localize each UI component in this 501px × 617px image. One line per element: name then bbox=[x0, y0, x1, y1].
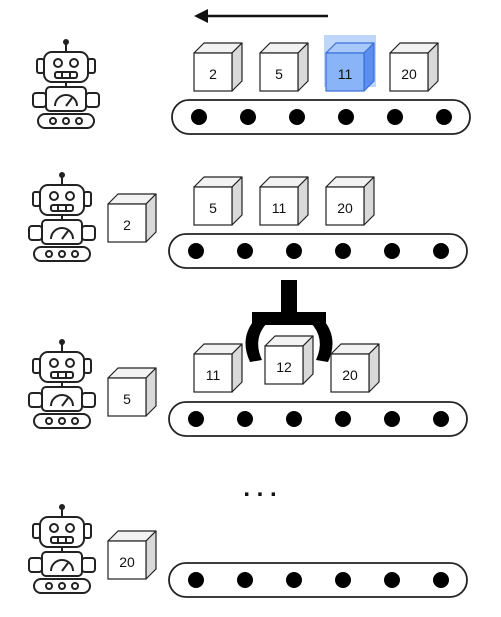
box-label: 5 bbox=[123, 391, 131, 407]
roller bbox=[237, 411, 253, 427]
robot-icon bbox=[32, 39, 100, 129]
box-label: 11 bbox=[206, 367, 221, 383]
box-label: 5 bbox=[275, 66, 283, 82]
roller bbox=[384, 243, 400, 259]
box-label: 20 bbox=[342, 367, 358, 383]
roller bbox=[433, 411, 449, 427]
roller bbox=[188, 572, 204, 588]
belt-outline bbox=[168, 233, 468, 269]
gripper-icon bbox=[245, 280, 333, 362]
belt-outline bbox=[168, 401, 468, 437]
box-label: 11 bbox=[272, 200, 287, 216]
roller bbox=[433, 572, 449, 588]
scene-4: 20 bbox=[28, 504, 468, 598]
box-label: 20 bbox=[119, 554, 135, 570]
roller bbox=[286, 572, 302, 588]
roller bbox=[237, 572, 253, 588]
belt-outline bbox=[171, 99, 471, 135]
roller bbox=[387, 109, 403, 125]
scene-2: 2 5 11 20 bbox=[28, 172, 468, 269]
box: 20 bbox=[389, 42, 439, 92]
roller bbox=[433, 243, 449, 259]
ellipsis: . . . bbox=[243, 475, 276, 502]
robot-icon bbox=[28, 339, 96, 429]
roller bbox=[384, 411, 400, 427]
box: 2 bbox=[193, 42, 243, 92]
robot-icon bbox=[28, 504, 96, 594]
box-label: 20 bbox=[401, 66, 417, 82]
box: 20 bbox=[325, 176, 375, 226]
roller bbox=[335, 411, 351, 427]
box-label: 11 bbox=[338, 66, 353, 82]
held-box: 5 bbox=[107, 367, 157, 417]
roller bbox=[335, 243, 351, 259]
inserted-box: 12 bbox=[264, 335, 314, 385]
roller bbox=[237, 243, 253, 259]
held-box: 2 bbox=[107, 193, 157, 243]
roller bbox=[240, 109, 256, 125]
scene-1: 2 5 11 20 bbox=[32, 35, 471, 135]
conveyor-belt bbox=[168, 233, 468, 269]
box: 5 bbox=[193, 176, 243, 226]
conveyor-belt bbox=[168, 562, 468, 598]
roller bbox=[286, 243, 302, 259]
held-box: 20 bbox=[107, 530, 157, 580]
box-label: 12 bbox=[276, 359, 292, 375]
roller bbox=[289, 109, 305, 125]
roller bbox=[188, 411, 204, 427]
belt-outline bbox=[168, 562, 468, 598]
arrow-left-icon bbox=[194, 9, 328, 23]
box-label: 2 bbox=[209, 66, 217, 82]
box-label: 5 bbox=[209, 200, 217, 216]
roller bbox=[338, 109, 354, 125]
box: 5 bbox=[259, 42, 309, 92]
roller bbox=[286, 411, 302, 427]
box: 11 bbox=[193, 343, 243, 393]
roller bbox=[436, 109, 452, 125]
box: 20 bbox=[330, 343, 380, 393]
roller bbox=[335, 572, 351, 588]
scene-3: 5 12 11 20 bbox=[28, 280, 468, 437]
robot-icon bbox=[28, 172, 96, 262]
roller bbox=[191, 109, 207, 125]
roller bbox=[188, 243, 204, 259]
box: 11 bbox=[259, 176, 309, 226]
highlighted-box: 11 bbox=[324, 35, 376, 92]
box-label: 2 bbox=[123, 217, 131, 233]
roller bbox=[384, 572, 400, 588]
conveyor-belt bbox=[171, 99, 471, 135]
conveyor-belt bbox=[168, 401, 468, 437]
box-label: 20 bbox=[337, 200, 353, 216]
